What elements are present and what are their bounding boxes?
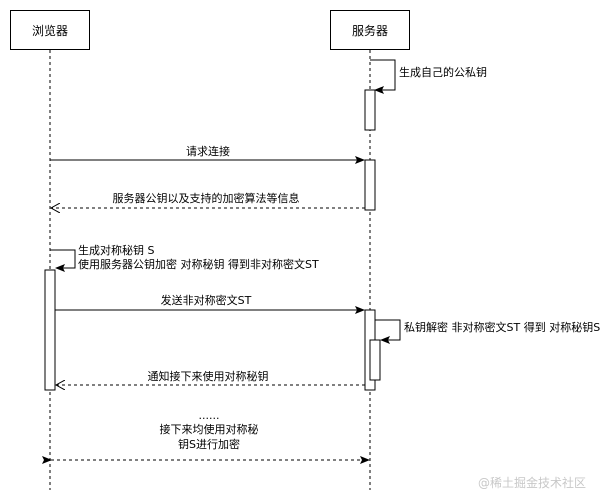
participant-server: 服务器 (330, 10, 410, 50)
participant-browser-label: 浏览器 (31, 23, 68, 38)
label-browser-generate-line1: 生成对称秘钥 S (78, 244, 155, 257)
participant-browser: 浏览器 (10, 10, 90, 50)
label-request-connection: 请求连接 (186, 145, 230, 158)
self-arrow-server-generate (370, 59, 396, 94)
activation-server-3-nested (369, 339, 381, 381)
label-server-reply: 服务器公钥以及支持的加密算法等信息 (112, 192, 300, 205)
self-arrow-browser-generate (50, 249, 76, 272)
label-note-line2: 接下来均使用对称秘 (159, 423, 259, 436)
label-note-ellipsis: ...... (198, 409, 220, 422)
label-send-ciphertext: 发送非对称密文ST (160, 294, 252, 307)
activation-browser (44, 269, 56, 391)
activation-server-2 (364, 159, 376, 211)
label-browser-generate-line2: 使用服务器公钥加密 对称秘钥 得到非对称密文ST (78, 258, 319, 271)
self-arrow-server-decrypt (375, 319, 401, 344)
label-note-line3: 钥S进行加密 (178, 438, 240, 451)
label-server-decrypt: 私钥解密 非对称密文ST 得到 对称秘钥S (404, 321, 601, 334)
activation-server-1 (364, 89, 376, 131)
watermark: @稀土掘金技术社区 (478, 476, 587, 490)
label-notify-symmetric: 通知接下来使用对称秘钥 (147, 370, 269, 383)
label-server-generate-keys: 生成自己的公私钥 (399, 66, 487, 79)
participant-server-label: 服务器 (351, 23, 388, 38)
